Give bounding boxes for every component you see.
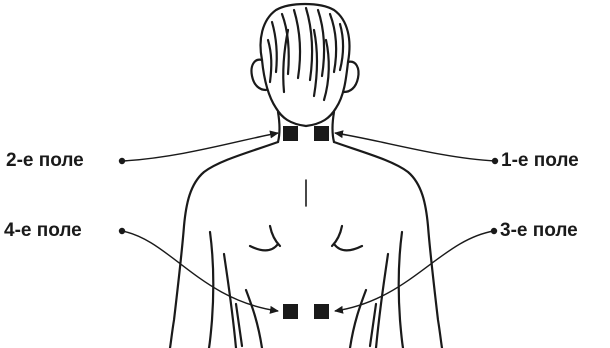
label-field-2: 2-е поле xyxy=(6,151,84,170)
arrow-field-1 xyxy=(335,133,495,161)
head-outline xyxy=(251,4,358,126)
electrode-field-1 xyxy=(314,126,329,141)
electrode-field-2 xyxy=(283,126,298,141)
label-field-3: 3-е поле xyxy=(500,221,578,240)
electrode-field-4 xyxy=(283,304,298,319)
arrow-field-4 xyxy=(122,231,278,311)
pointer-arrows xyxy=(120,133,498,311)
electrode-field-3 xyxy=(314,304,329,319)
arrow-field-2 xyxy=(122,133,278,161)
label-field-4: 4-е поле xyxy=(4,221,82,240)
label-field-1: 1-е поле xyxy=(501,151,579,170)
electrodes xyxy=(283,126,329,319)
arrow-field-3 xyxy=(335,231,494,311)
